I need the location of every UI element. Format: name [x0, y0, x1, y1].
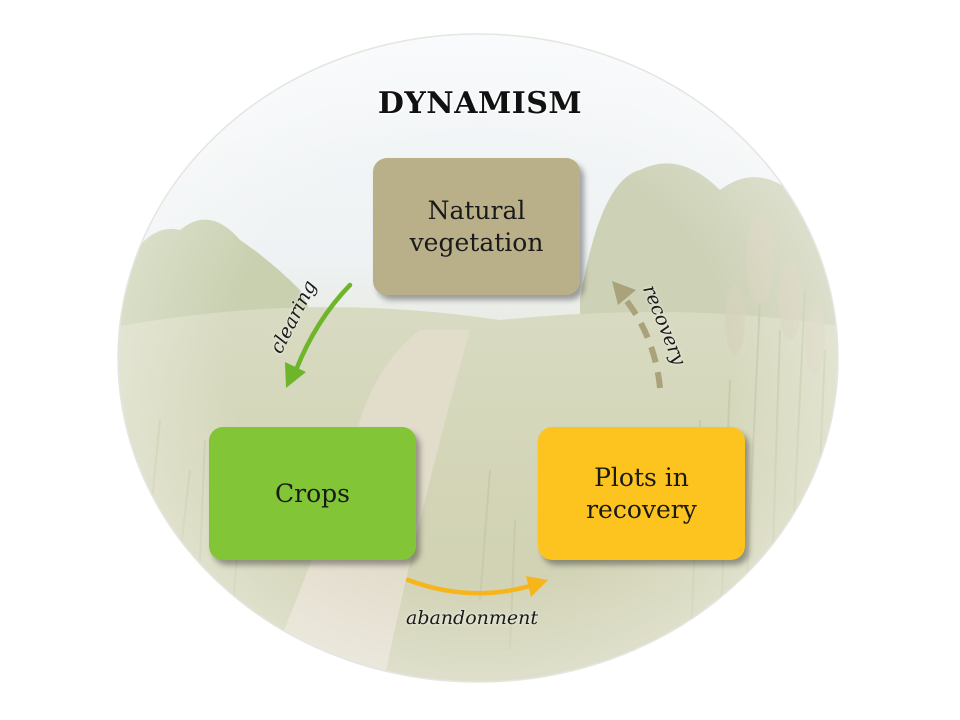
- node-natural-vegetation: Natural vegetation: [373, 158, 580, 295]
- node-crops: Crops: [209, 427, 416, 560]
- diagram-title: DYNAMISM: [377, 86, 583, 121]
- node-plots-in-recovery: Plots in recovery: [538, 427, 745, 560]
- label-abandonment: abandonment: [406, 607, 539, 629]
